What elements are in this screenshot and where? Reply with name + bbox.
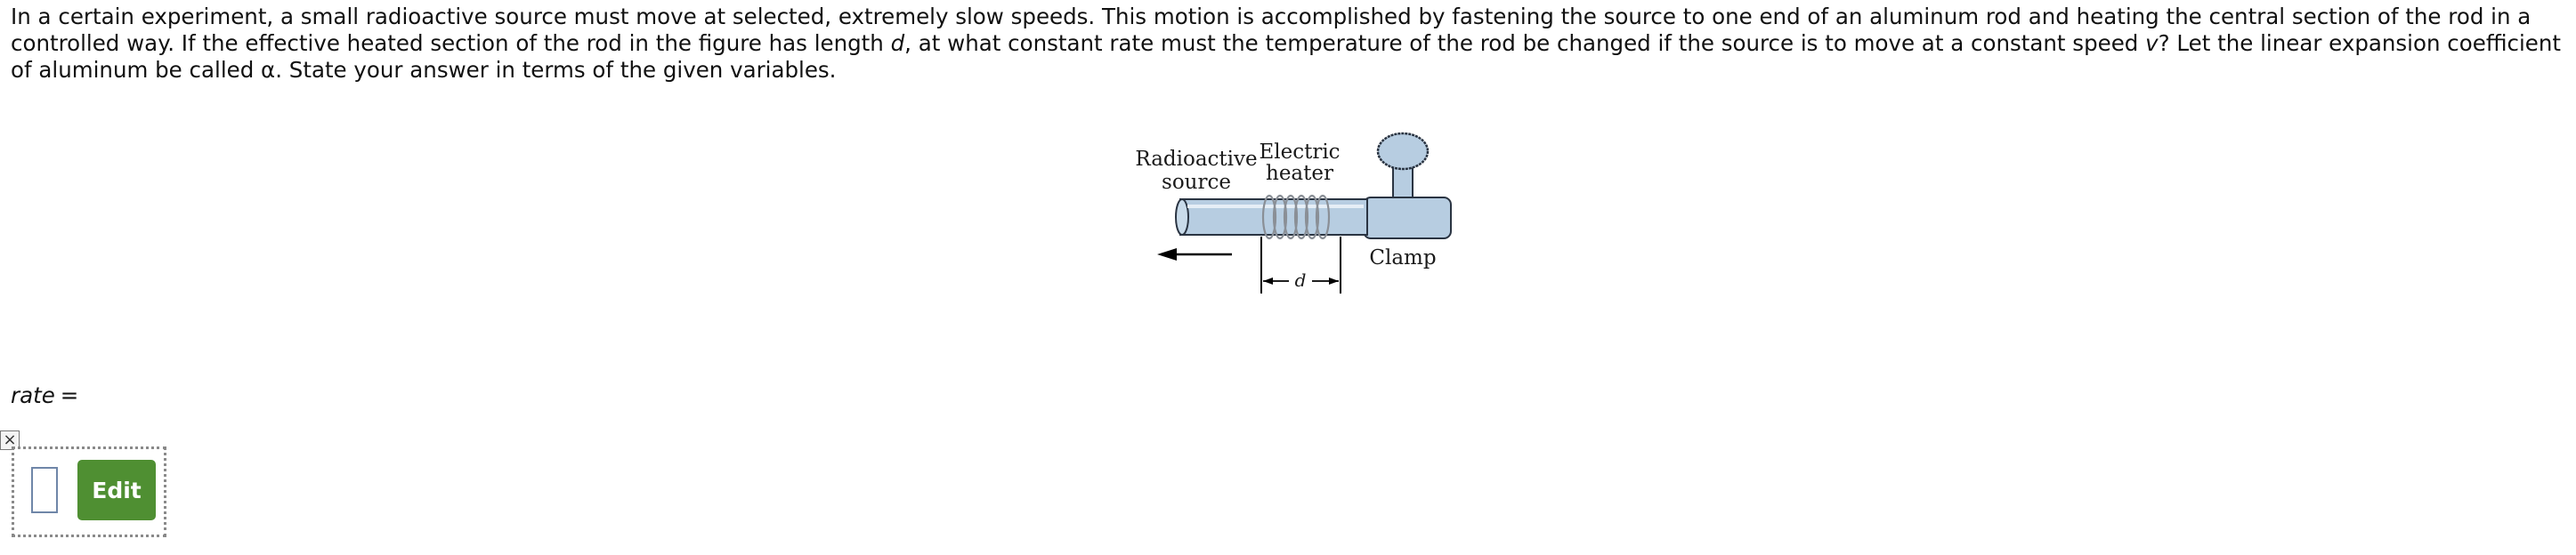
close-icon[interactable]: × (0, 430, 20, 450)
label-clamp: Clamp (1369, 246, 1436, 269)
motion-arrow-head (1157, 248, 1177, 261)
rate-label: rate= (11, 382, 78, 408)
label-heater: heater (1266, 162, 1333, 185)
dimension-arrow-left (1263, 278, 1273, 285)
dimension-arrow-right (1329, 278, 1339, 285)
problem-text-part-2: , at what constant rate must the tempera… (904, 30, 2146, 56)
rate-label-text: rate (11, 382, 55, 408)
figure-svg: d Radioactive source Electric heater Cla… (1135, 132, 1452, 294)
label-d: d (1295, 269, 1307, 291)
problem-text-part-3: ? Let the linear expansion coefficient o… (11, 30, 2562, 83)
rod-end (1175, 198, 1189, 236)
answer-widget: Edit (12, 446, 166, 537)
label-electric: Electric (1259, 141, 1340, 164)
label-radioactive: Radioactive (1135, 148, 1257, 171)
heater-coil (1261, 194, 1331, 240)
edit-button[interactable]: Edit (77, 460, 156, 520)
problem-text-part-1: In a certain experiment, a small radioac… (11, 4, 2531, 56)
rate-equals: = (60, 382, 79, 408)
variable-d: d (890, 30, 905, 56)
variable-v: v (2145, 30, 2159, 56)
rod-apparatus-figure: d Radioactive source Electric heater Cla… (1130, 125, 1478, 302)
label-source: source (1162, 171, 1231, 194)
clamp-stem (1392, 165, 1414, 200)
clamp-knob (1376, 132, 1430, 171)
problem-text: In a certain experiment, a small radioac… (11, 4, 2565, 84)
clamp-body (1363, 197, 1452, 239)
answer-input[interactable] (31, 467, 58, 513)
